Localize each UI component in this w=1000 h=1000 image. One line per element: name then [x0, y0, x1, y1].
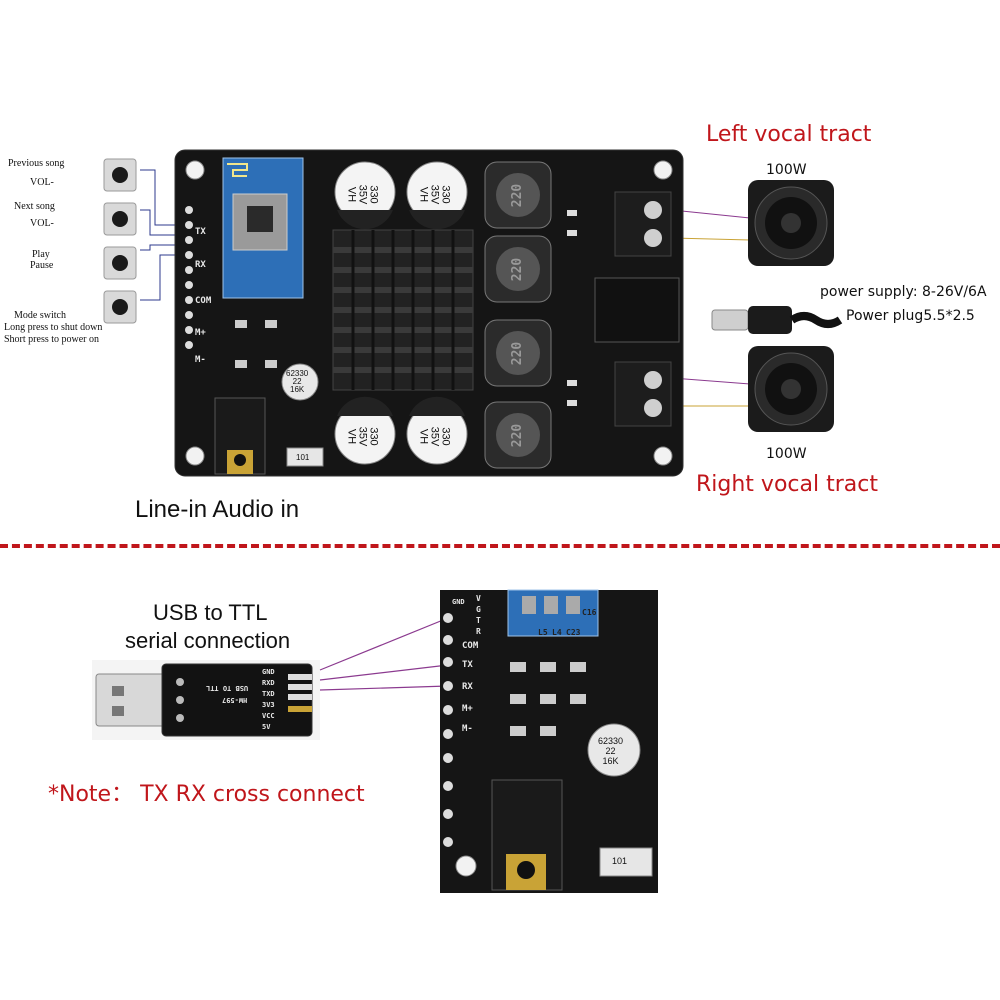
heatsink [332, 229, 474, 391]
capacitor-top-1 [334, 161, 396, 230]
usb-title-line-1: USB to TTL [153, 600, 268, 625]
module-text-c16: C16 [582, 608, 597, 617]
dc-plug-icon [711, 306, 843, 334]
section-divider [0, 544, 1000, 548]
closeup-pin-r: R [476, 627, 481, 636]
vol-minus-label-2: VOL- [30, 218, 54, 229]
closeup-pin-gnd: GND [452, 598, 465, 606]
speaker-right-icon [748, 346, 834, 432]
pin-label-m-minus: M- [195, 355, 206, 365]
closeup-pin-rx: RX [462, 682, 473, 692]
usb-pin-3v3: 3V3 [262, 701, 275, 709]
capacitor-top-2 [406, 161, 468, 230]
usb-pin-txd: TXD [262, 690, 275, 698]
right-speaker-power: 100W [766, 446, 807, 462]
capacitor-bottom-1 [334, 396, 396, 465]
closeup-pin-m-minus: M- [462, 724, 473, 734]
inductor-text-2: 220 [510, 257, 526, 282]
usb-pin-5v: 5V [262, 723, 271, 731]
next-song-label: Next song [14, 201, 55, 212]
power-jack [594, 277, 680, 343]
audio-jack [214, 397, 266, 475]
pin-label-m-plus: M+ [195, 328, 206, 338]
tactile-button-3[interactable] [103, 246, 137, 280]
small-capacitor-closeup [587, 723, 641, 777]
inductor-3 [484, 319, 552, 387]
tactile-button-4[interactable] [103, 290, 137, 324]
audio-jack-closeup [491, 779, 563, 891]
line-in-label: Line-in Audio in [135, 496, 300, 523]
left-vocal-tract-title: Left vocal tract [706, 122, 872, 147]
closeup-pin-m-plus: M+ [462, 704, 473, 714]
terminal-block-right [614, 361, 672, 427]
amplifier-board [174, 149, 684, 477]
serial-wires [319, 617, 449, 691]
inductor-text-3: 220 [510, 341, 526, 366]
long-press-label: Long press to shut down [4, 322, 103, 333]
terminal-block-left [614, 191, 672, 257]
resistor-closeup [599, 847, 653, 877]
inductor-text-4: 220 [510, 423, 526, 448]
closeup-resistor-text: 101 [612, 856, 628, 866]
closeup-pin-com: COM [462, 641, 479, 651]
pin-header-left [185, 206, 193, 349]
capacitor-bottom-2 [406, 396, 468, 465]
pin-label-tx: TX [195, 227, 206, 237]
play-label: Play [32, 249, 50, 260]
closeup-pin-v: V [476, 594, 481, 603]
bluetooth-module [222, 157, 304, 299]
closeup-pin-t: T [476, 616, 481, 625]
note-text: *Note： TX RX cross connect [48, 782, 365, 807]
usb-pin-vcc: VCC [262, 712, 275, 720]
usb-pin-rxd: RXD [262, 679, 275, 687]
tactile-button-1[interactable] [103, 158, 137, 192]
module-text-c23: C23 [566, 628, 581, 637]
inductor-1 [484, 161, 552, 229]
module-text-l4: L4 [552, 628, 562, 637]
inductor-4 [484, 401, 552, 469]
right-vocal-tract-title: Right vocal tract [696, 472, 878, 497]
left-speaker-power: 100W [766, 162, 807, 178]
usb-pin-gnd: GND [262, 668, 275, 676]
module-text-l5: L5 [538, 628, 548, 637]
resistor-text: 101 [296, 453, 310, 462]
power-plug-label: Power plug5.5*2.5 [846, 308, 975, 324]
short-press-label: Short press to power on [4, 334, 99, 345]
mode-switch-label: Mode switch [14, 310, 66, 321]
tactile-button-2[interactable] [103, 202, 137, 236]
vol-minus-label-1: VOL- [30, 177, 54, 188]
top-wires [140, 169, 751, 407]
speaker-left-icon [748, 180, 834, 266]
board-closeup [440, 589, 658, 893]
closeup-pin-tx: TX [462, 660, 473, 670]
pin-label-rx: RX [195, 260, 206, 270]
closeup-pin-g: G [476, 605, 481, 614]
inductor-2 [484, 235, 552, 303]
bluetooth-module-closeup [507, 589, 599, 637]
tactile-buttons [103, 158, 137, 324]
resistor [286, 447, 324, 467]
power-supply-label: power supply: 8-26V/6A [820, 284, 987, 300]
pause-label: Pause [30, 260, 54, 271]
pin-label-com: COM [195, 296, 212, 306]
usb-ttl-module [92, 660, 320, 740]
prev-song-label: Previous song [8, 158, 65, 169]
small-capacitor [281, 363, 319, 401]
inductor-text-1: 220 [510, 183, 526, 208]
usb-title-line-2: serial connection [125, 628, 291, 653]
